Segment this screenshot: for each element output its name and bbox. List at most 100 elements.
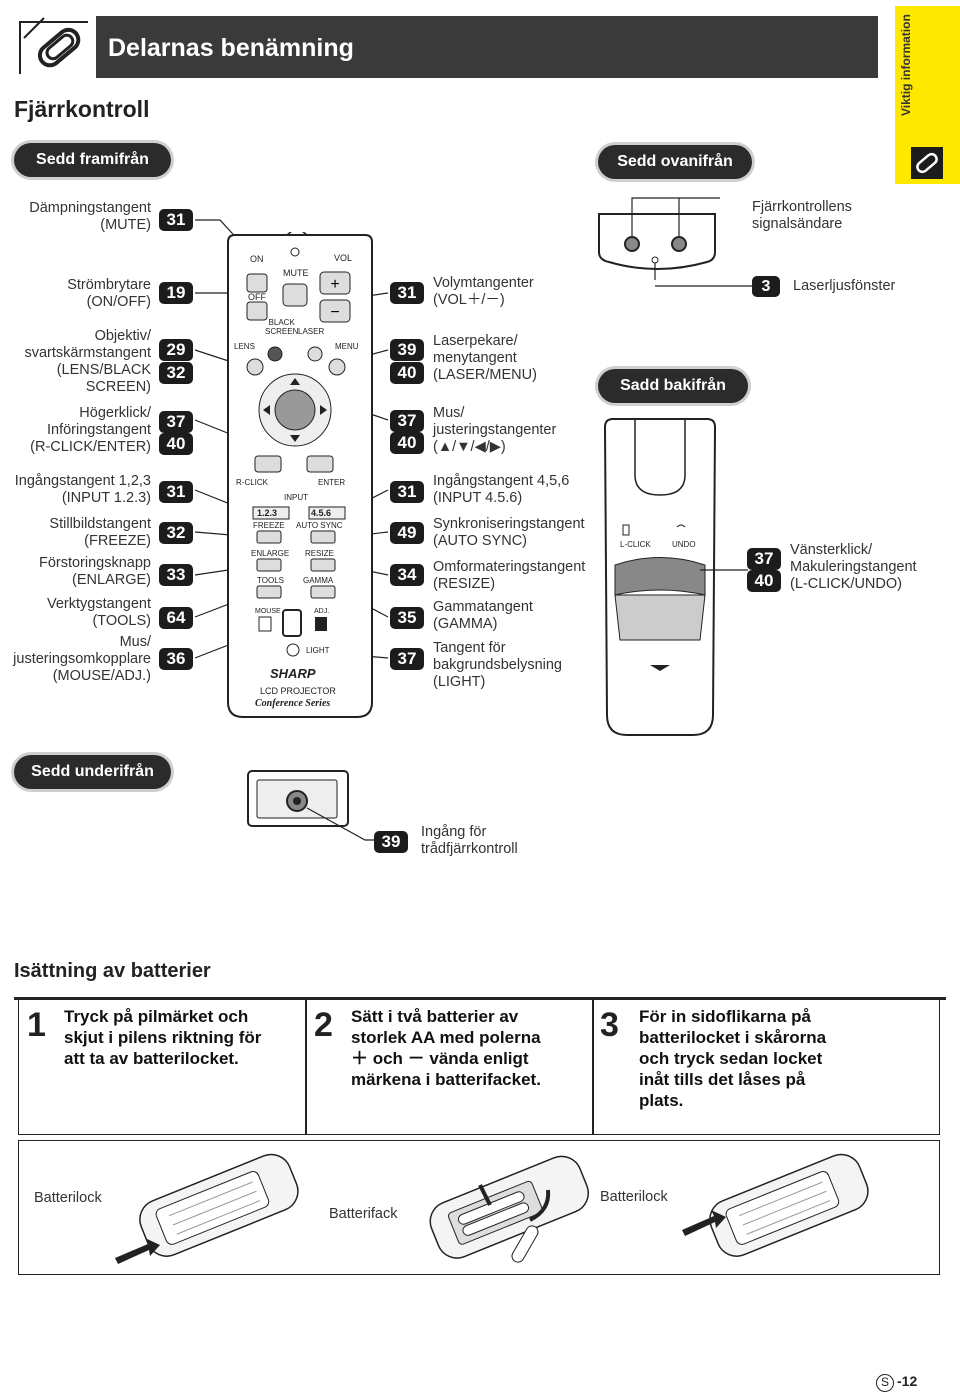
remote-product-label: LCD PROJECTOR [260, 686, 336, 696]
step-number-1: 1 [27, 1006, 46, 1044]
step-number-2: 2 [314, 1006, 333, 1044]
ref-gamma: 35 [390, 607, 424, 629]
remote-off-label: OFF [248, 292, 266, 302]
page-title: Delarnas benämning [108, 34, 354, 62]
ref-mouse: 36 [159, 648, 193, 670]
ref-tools: 64 [159, 607, 193, 629]
front-view-pill: Sedd framifrån [14, 143, 171, 177]
remote-adj-label: ADJ. [314, 608, 330, 615]
ref-wired-input: 39 [374, 831, 408, 853]
remote-mute-label: MUTE [283, 268, 309, 278]
ref-input456: 31 [390, 481, 424, 503]
bottom-view-pill: Sedd underifrån [14, 755, 171, 789]
ref-laser-1: 39 [390, 339, 424, 361]
battery-fig-label-3: Batterilock [600, 1189, 668, 1205]
lclick-label: Vänsterklick/ Makuleringstangent (L-CLIC… [790, 542, 917, 592]
battery-divider [14, 997, 946, 1000]
back-view-pill: Sadd bakifrån [598, 369, 748, 403]
ref-lens-2: 32 [159, 362, 193, 384]
label-autosync: Synkroniseringstangent (AUTO SYNC) [433, 516, 585, 549]
remote-autosync-label: AUTO SYNC [296, 521, 343, 530]
label-rclick: Högerklick/ Införingstangent (R-CLICK/EN… [30, 405, 151, 455]
ref-resize: 34 [390, 564, 424, 586]
step-text-2: Sätt i två batterier av storlek AA med p… [351, 1007, 541, 1089]
ref-lclick-1: 37 [747, 548, 781, 570]
ref-laser-2: 40 [390, 362, 424, 384]
label-input123: Ingångstangent 1,2,3 (INPUT 1.2.3) [14, 473, 151, 506]
ref-laser-window: 3 [752, 276, 780, 297]
back-leader [700, 569, 748, 571]
remote-resize-label: RESIZE [305, 549, 334, 558]
remote-series-label: Conference Series [255, 698, 331, 709]
remote-bottom-illustration [247, 770, 380, 841]
section-title: Fjärrkontroll [14, 96, 150, 122]
ref-freeze: 32 [159, 522, 193, 544]
battery-figure-1 [115, 1153, 299, 1264]
ref-autosync: 49 [390, 522, 424, 544]
battery-fig-label-2: Batterifack [329, 1206, 398, 1222]
remote-freeze-label: FREEZE [253, 521, 285, 530]
ref-enlarge: 33 [159, 564, 193, 586]
top-view-pill: Sedd ovanifrån [598, 145, 752, 179]
remote-input-label: INPUT [284, 493, 308, 502]
step-number-3: 3 [600, 1006, 619, 1044]
clip-tab-icon [911, 147, 943, 179]
svg-text:−: − [330, 304, 339, 321]
remote-back-illustration [603, 418, 717, 736]
remote-laser-label: LASER [298, 327, 325, 336]
remote-menu-label: MENU [335, 342, 359, 351]
label-laser: Laserpekare/ menytangent (LASER/MENU) [433, 333, 537, 383]
remote-light-label: LIGHT [306, 646, 330, 655]
laser-window-leader [655, 285, 753, 287]
step-divider-1 [305, 1000, 307, 1135]
language-badge-letter: S [880, 1375, 889, 1389]
label-vol: Volymtangenter (VOL＋/－) [433, 275, 534, 308]
label-lens: Objektiv/ svartskärmstangent (LENS/BLACK… [24, 328, 151, 395]
ref-lens-1: 29 [159, 339, 193, 361]
battery-figures-box [18, 1140, 940, 1275]
step-text-1: Tryck på pilmärket och skjut i pilens ri… [64, 1007, 262, 1068]
ref-mute: 31 [159, 209, 193, 231]
ref-vol: 31 [390, 282, 424, 304]
signal-transmitter-label: Fjärrkontrollens signalsändare [752, 199, 852, 232]
clip-logo-icon [19, 17, 88, 74]
label-mute: Dämpningstangent (MUTE) [29, 200, 151, 233]
remote-top-illustration [598, 197, 720, 280]
remote-blackscreen-label: BLACK SCREEN [265, 318, 299, 336]
remote-in456-label: 4.5.6 [311, 508, 332, 518]
leader-lines [194, 219, 389, 659]
remote-lens-label: LENS [234, 342, 255, 351]
label-mouse: Mus/ justeringsomkopplare (MOUSE/ADJ.) [13, 634, 151, 684]
ref-rclick-2: 40 [159, 433, 193, 455]
battery-figure-3 [682, 1153, 869, 1257]
remote-in123-label: 1.2.3 [257, 508, 278, 518]
ref-onoff: 19 [159, 282, 193, 304]
ref-light: 37 [390, 648, 424, 670]
remote-enter-label: ENTER [318, 478, 346, 487]
remote-vol-label: VOL [334, 253, 353, 263]
label-resize: Omformateringstangent (RESIZE) [433, 559, 586, 592]
label-input456: Ingångstangent 4,5,6 (INPUT 4.5.6) [433, 473, 570, 506]
ref-lclick-2: 40 [747, 570, 781, 592]
step-text-3: För in sidoflikarna på batterilocket i s… [639, 1007, 827, 1110]
remote-gamma-label: GAMMA [303, 576, 334, 585]
side-tab[interactable]: Viktig information [895, 6, 960, 184]
ref-adjust-2: 40 [390, 432, 424, 454]
title-bar [96, 16, 878, 78]
remote-tools-label: TOOLS [257, 576, 284, 585]
label-adjust: Mus/ justeringstangenter (▲/▼/◀/▶) [433, 405, 557, 455]
battery-steps-box [18, 998, 940, 1135]
ref-adjust-1: 37 [390, 410, 424, 432]
remote-front-illustration: + − [227, 232, 373, 718]
back-lclick-label: L-CLICK [620, 540, 651, 549]
ref-input123: 31 [159, 481, 193, 503]
label-freeze: Stillbildstangent (FREEZE) [49, 516, 151, 549]
remote-on-label: ON [250, 254, 264, 264]
remote-mouse-label: MOUSE [255, 608, 281, 615]
label-tools: Verktygstangent (TOOLS) [47, 596, 151, 629]
page-number: -12 [897, 1373, 918, 1389]
remote-enlarge-label: ENLARGE [251, 549, 290, 558]
battery-figure-2 [429, 1155, 590, 1263]
laser-window-label: Laserljusfönster [793, 278, 896, 294]
label-light: Tangent för bakgrundsbelysning (LIGHT) [433, 640, 562, 690]
